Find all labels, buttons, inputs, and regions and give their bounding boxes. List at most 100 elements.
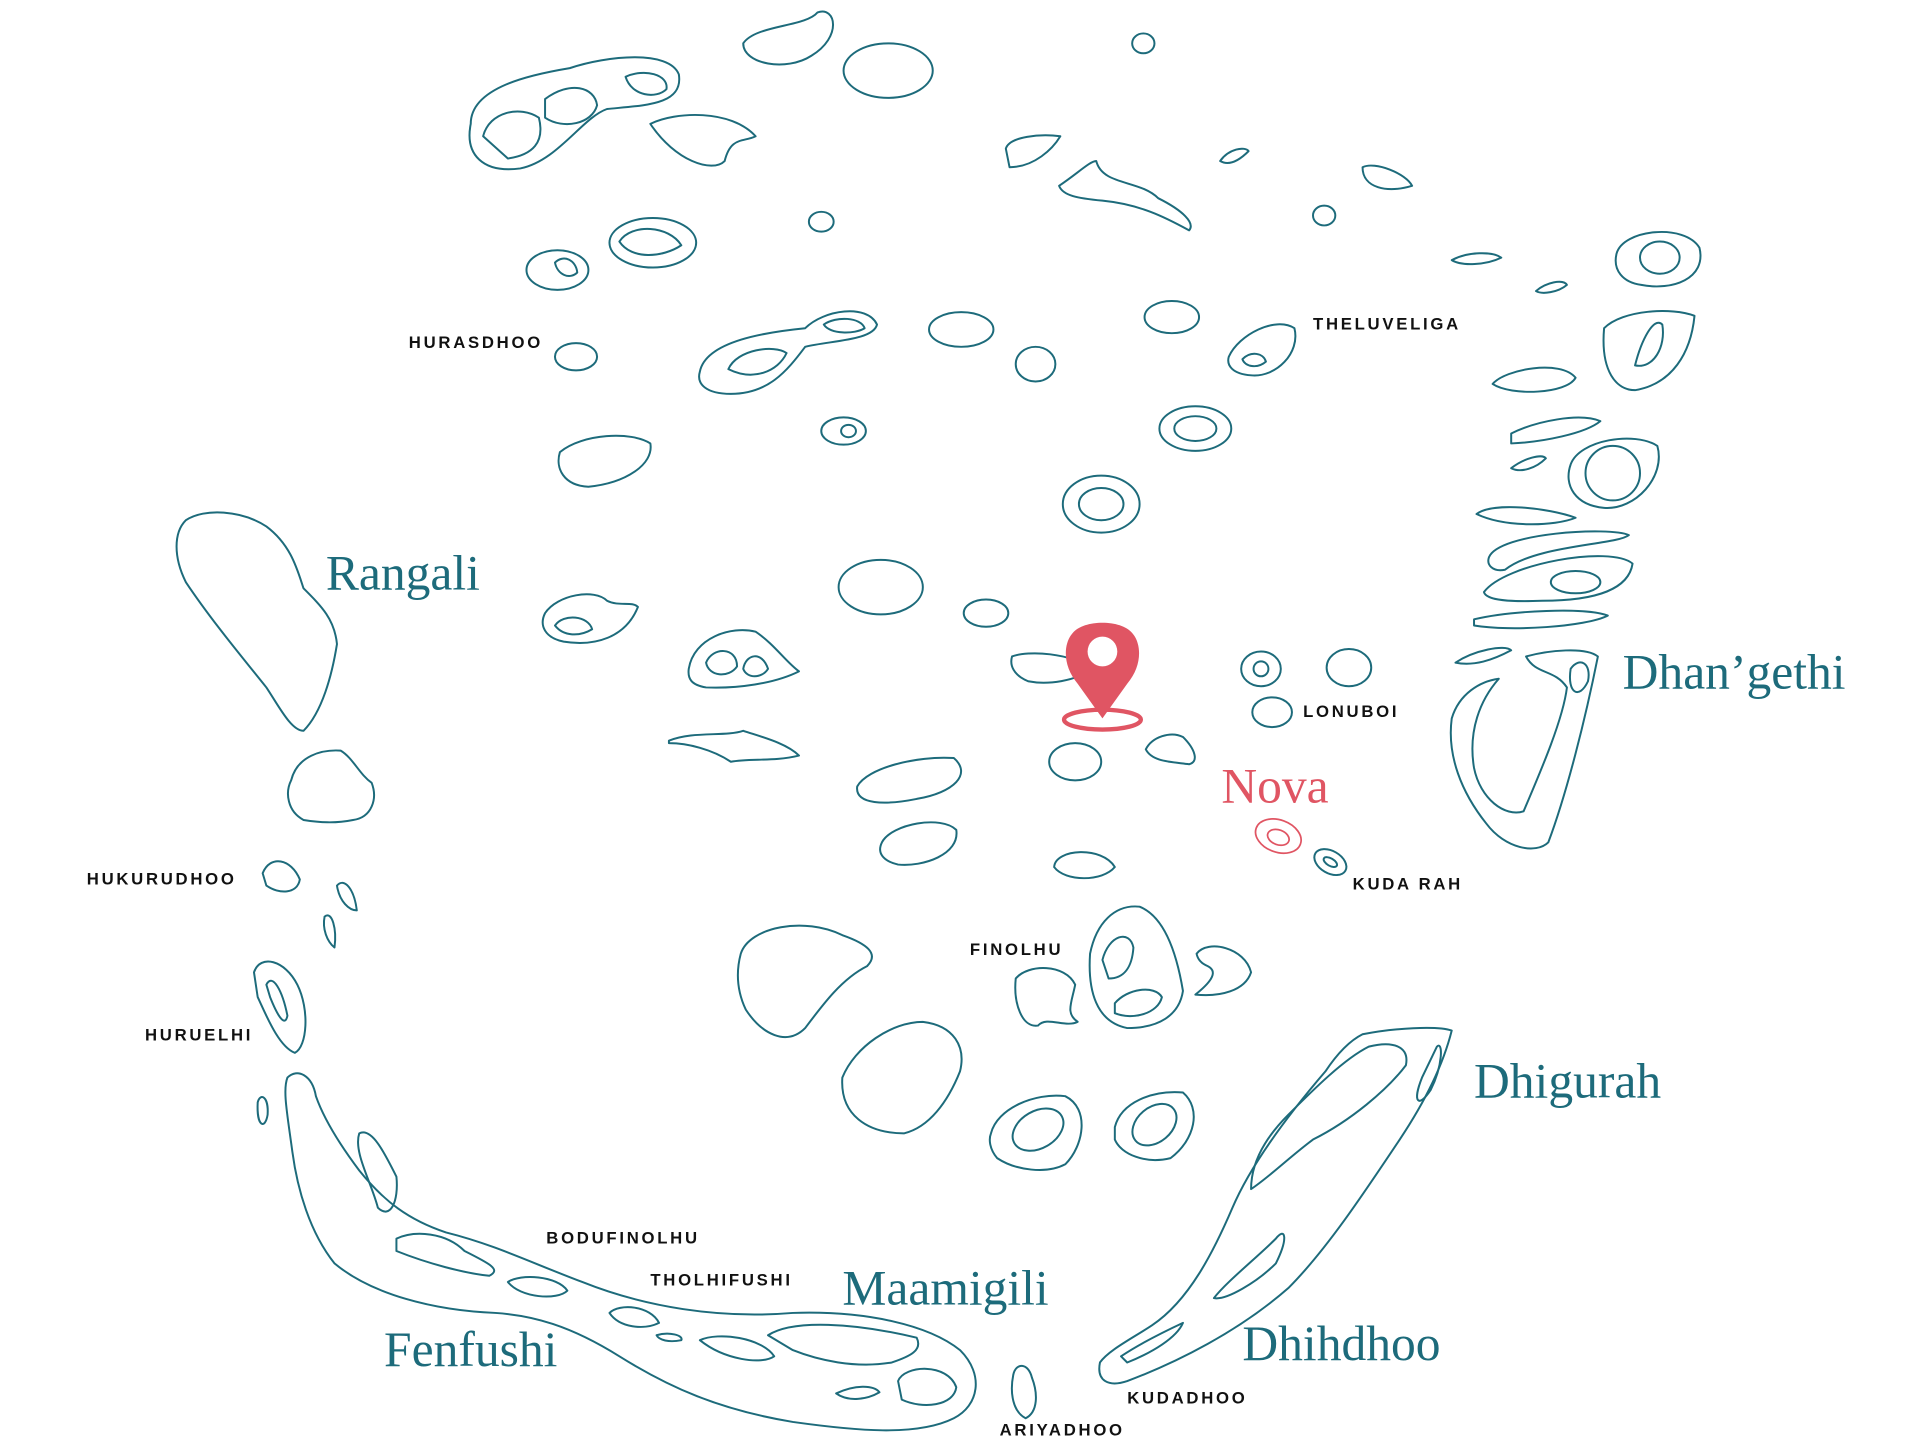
island[interactable] (1567, 437, 1660, 509)
island[interactable] (1010, 1364, 1037, 1420)
island[interactable] (1325, 648, 1373, 688)
island[interactable] (1312, 204, 1337, 227)
island[interactable] (1113, 1091, 1195, 1161)
island[interactable] (667, 729, 800, 763)
island[interactable] (742, 10, 835, 66)
island[interactable] (727, 347, 788, 376)
island[interactable] (284, 1072, 977, 1432)
island[interactable] (553, 616, 594, 636)
island[interactable] (1322, 855, 1339, 869)
island[interactable] (1252, 660, 1270, 678)
island[interactable] (261, 860, 301, 893)
island[interactable] (897, 1367, 958, 1406)
island[interactable] (1004, 134, 1062, 169)
island[interactable] (1584, 444, 1641, 502)
island[interactable] (705, 650, 739, 676)
island[interactable] (988, 1094, 1083, 1171)
island[interactable] (608, 1306, 661, 1328)
nova-island[interactable] (1251, 813, 1306, 859)
island[interactable] (1048, 742, 1103, 782)
island[interactable] (1212, 1232, 1286, 1300)
island[interactable] (928, 311, 995, 348)
island[interactable] (1510, 455, 1547, 472)
island[interactable] (1251, 696, 1293, 729)
island[interactable] (468, 56, 681, 171)
island[interactable] (1061, 474, 1141, 534)
island[interactable] (1158, 405, 1233, 452)
island[interactable] (1173, 415, 1218, 442)
map-pin-icon[interactable] (1061, 622, 1144, 732)
island[interactable] (1143, 299, 1201, 335)
island[interactable] (1005, 1100, 1071, 1159)
island[interactable] (265, 979, 289, 1022)
island[interactable] (335, 881, 358, 912)
island[interactable] (1053, 851, 1116, 880)
island[interactable] (252, 960, 307, 1054)
island[interactable] (742, 655, 770, 678)
island[interactable] (698, 1335, 776, 1362)
island[interactable] (357, 1131, 398, 1213)
island[interactable] (506, 1276, 569, 1298)
island[interactable] (525, 249, 590, 291)
island[interactable] (544, 86, 599, 126)
island[interactable] (618, 228, 683, 256)
island[interactable] (837, 558, 924, 616)
island[interactable] (687, 629, 800, 689)
island[interactable] (1534, 280, 1568, 294)
island[interactable] (1227, 323, 1297, 377)
island[interactable] (840, 423, 857, 439)
island[interactable] (879, 821, 958, 866)
island[interactable] (1475, 506, 1577, 526)
island[interactable] (1113, 988, 1163, 1018)
island[interactable] (655, 1332, 683, 1343)
island[interactable] (1240, 650, 1282, 688)
island[interactable] (175, 511, 338, 732)
island[interactable] (557, 434, 652, 488)
island[interactable] (482, 110, 542, 160)
label-nova[interactable]: Nova (1221, 759, 1328, 814)
island[interactable] (1549, 570, 1602, 595)
island[interactable] (1449, 649, 1599, 850)
island[interactable] (807, 210, 835, 233)
island[interactable] (1010, 652, 1092, 684)
island[interactable] (553, 257, 579, 277)
island[interactable] (1634, 321, 1664, 367)
island[interactable] (1144, 733, 1196, 766)
island[interactable] (1487, 530, 1630, 572)
island[interactable] (1241, 352, 1267, 368)
island[interactable] (1101, 935, 1135, 980)
island[interactable] (553, 342, 599, 372)
island[interactable] (1639, 240, 1681, 275)
island[interactable] (856, 756, 962, 804)
island[interactable] (698, 310, 879, 395)
island[interactable] (1454, 646, 1513, 665)
island[interactable] (1219, 147, 1250, 164)
island[interactable] (1361, 164, 1414, 190)
island[interactable] (842, 42, 934, 99)
island[interactable] (1194, 945, 1253, 997)
island[interactable] (1088, 905, 1184, 1030)
island[interactable] (323, 914, 337, 949)
island[interactable] (736, 924, 873, 1038)
island[interactable] (608, 217, 698, 269)
island[interactable] (1310, 844, 1351, 881)
island[interactable] (1510, 416, 1602, 445)
island[interactable] (767, 1323, 920, 1366)
island[interactable] (1120, 1321, 1184, 1364)
island[interactable] (1124, 1095, 1184, 1153)
island[interactable] (287, 749, 375, 824)
island[interactable] (1568, 661, 1590, 693)
island[interactable] (624, 71, 668, 96)
island[interactable] (1482, 555, 1634, 603)
island[interactable] (841, 1020, 963, 1135)
island[interactable] (541, 593, 639, 644)
island[interactable] (649, 113, 757, 167)
island[interactable] (1416, 1044, 1442, 1102)
island[interactable] (962, 598, 1010, 628)
island[interactable] (1473, 609, 1609, 630)
island[interactable] (1614, 230, 1702, 288)
island[interactable] (1058, 160, 1192, 232)
island[interactable] (1450, 252, 1503, 265)
island[interactable] (1250, 1043, 1408, 1191)
island[interactable] (1131, 32, 1156, 55)
